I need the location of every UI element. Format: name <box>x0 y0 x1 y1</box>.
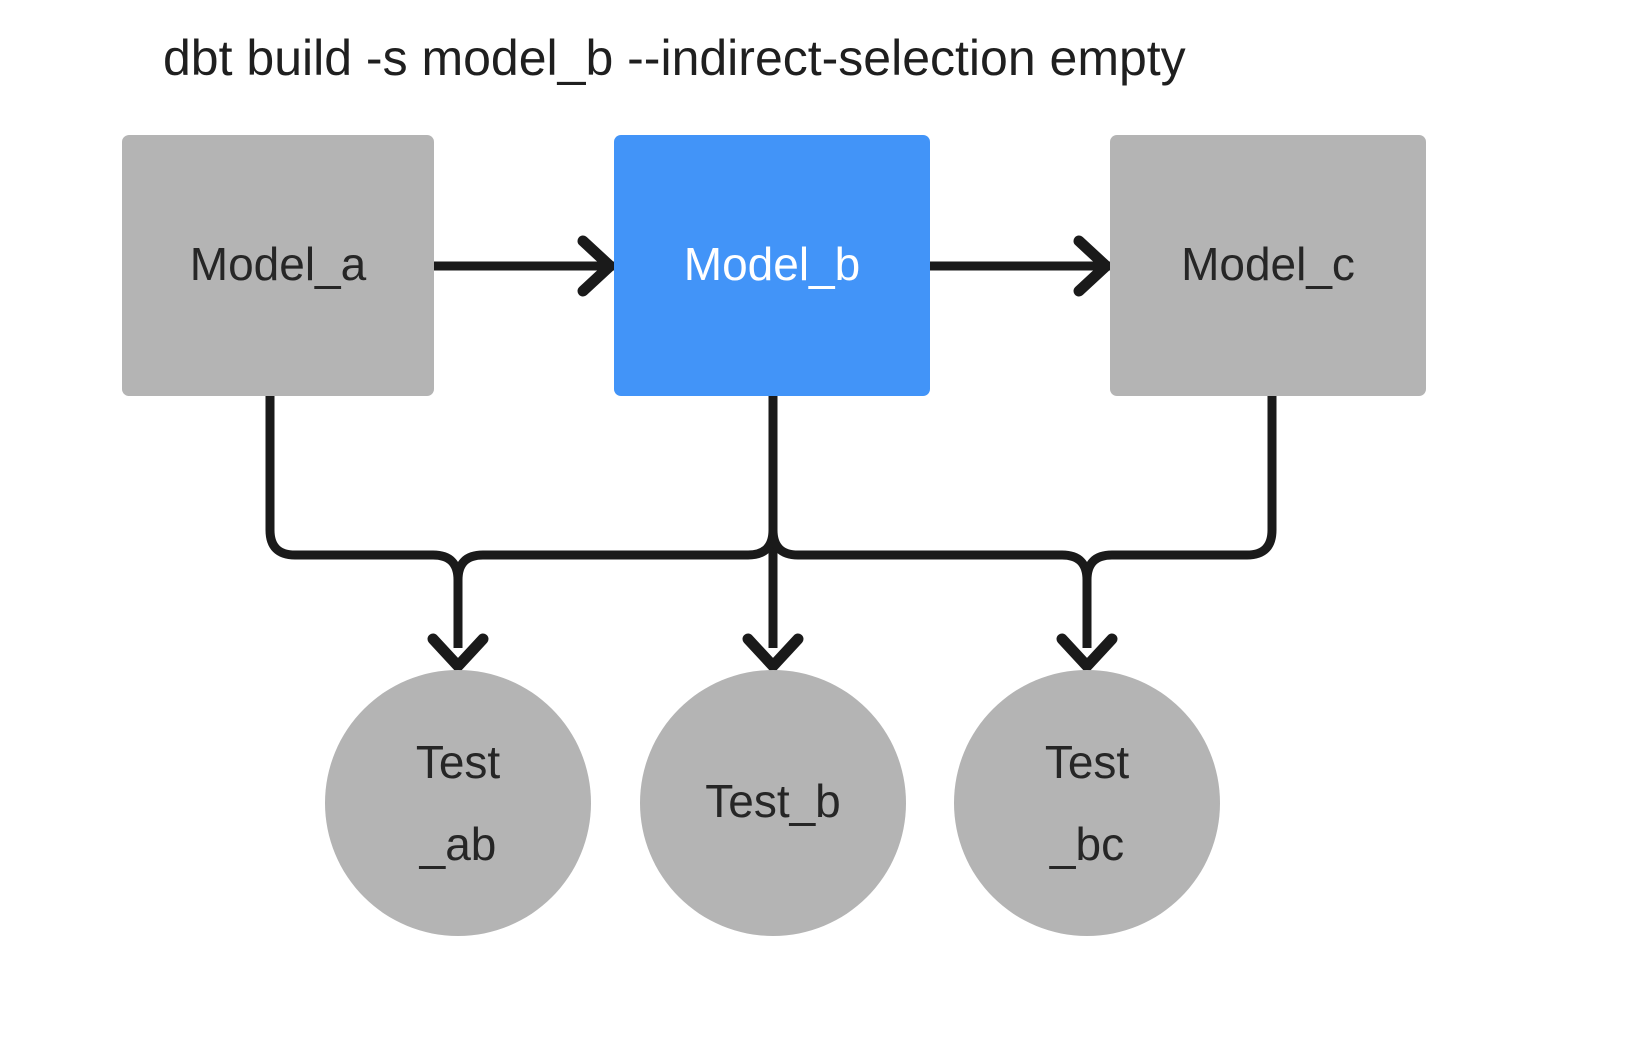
diagram-title: dbt build -s model_b --indirect-selectio… <box>163 30 1186 86</box>
arrowhead-into-test_b <box>742 633 804 675</box>
node-test_ab-shape[interactable] <box>325 670 591 936</box>
node-test_b-label: Test_b <box>705 775 841 827</box>
node-model_a[interactable]: Model_a <box>122 135 434 396</box>
node-model_b-shape[interactable] <box>614 135 930 396</box>
node-test_b-shape[interactable] <box>640 670 906 936</box>
node-model_a-shape[interactable] <box>122 135 434 396</box>
node-model_b[interactable]: Model_b <box>614 135 930 396</box>
node-model_c-shape[interactable] <box>1110 135 1426 396</box>
node-model_a-label: Model_a <box>190 238 367 290</box>
edge-model_b-to-test_ab <box>453 396 778 648</box>
node-test_b[interactable]: Test_b <box>640 670 906 936</box>
node-model_c-label: Model_c <box>1181 238 1355 290</box>
edge-model_a-to-test_ab <box>265 396 463 648</box>
node-model_b-label: Model_b <box>684 238 860 290</box>
edge-model_a-to-model_b <box>434 235 619 297</box>
edge-model_b-to-model_c <box>930 235 1115 297</box>
node-test_ab-label-line1: Test <box>416 736 501 788</box>
node-test_bc-label-line2: _bc <box>1049 818 1124 870</box>
arrowhead-into-test_bc <box>1056 633 1118 675</box>
node-test_bc-shape[interactable] <box>954 670 1220 936</box>
node-test_bc-label-line1: Test <box>1045 736 1130 788</box>
node-test_ab-label-line2: _ab <box>419 818 497 870</box>
edge-model_c-to-test_bc <box>1082 396 1277 648</box>
node-test_ab[interactable]: Test _ab <box>325 670 591 936</box>
node-model_c[interactable]: Model_c <box>1110 135 1426 396</box>
node-test_bc[interactable]: Test _bc <box>954 670 1220 936</box>
edge-model_b-to-test_bc <box>768 396 1092 648</box>
arrowhead-into-test_ab <box>427 633 489 675</box>
